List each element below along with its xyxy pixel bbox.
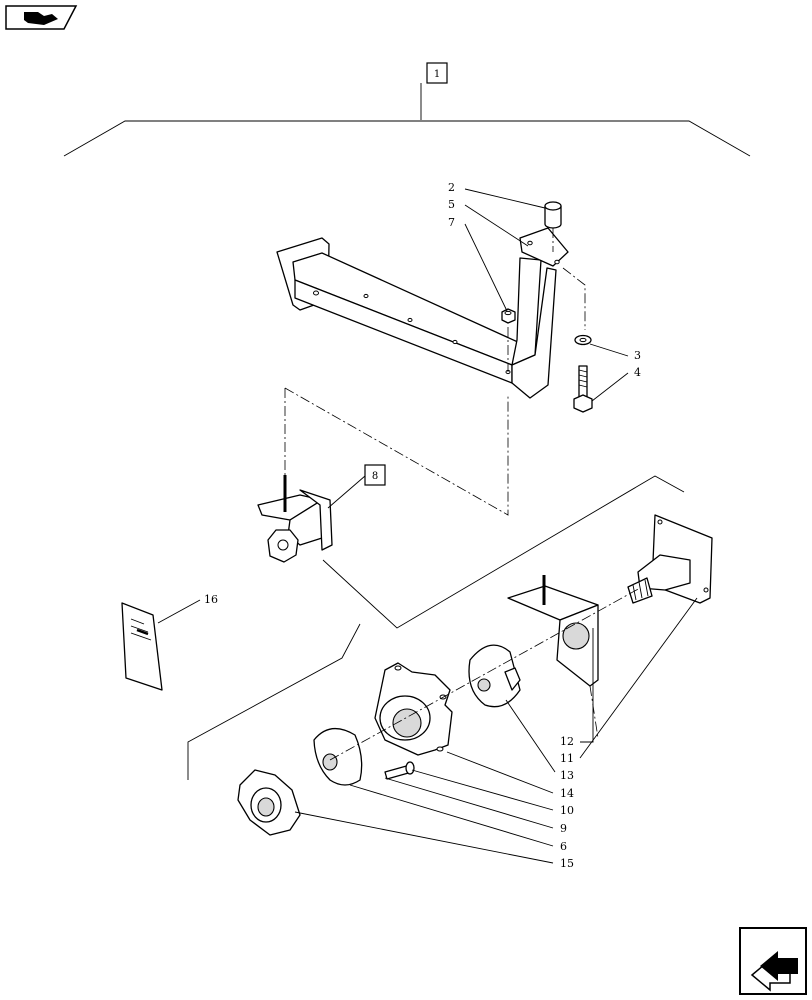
- mounting-plate: [627, 514, 713, 604]
- group-bracket: [63, 120, 751, 157]
- axis-line: [329, 587, 641, 761]
- washer: [574, 334, 592, 346]
- callout-13: 13: [560, 769, 574, 782]
- detail-bracket: [187, 623, 361, 780]
- callout-10: 10: [560, 804, 574, 817]
- callout-15: 15: [560, 857, 574, 870]
- callout-14: 14: [560, 787, 574, 800]
- callout-6: 6: [560, 840, 567, 853]
- cover-cap: [313, 728, 363, 786]
- small-mirror-mount: [257, 475, 333, 563]
- group-reference: 1: [420, 62, 448, 120]
- support-bracket: [276, 227, 569, 399]
- book-arrow-icon[interactable]: [5, 5, 78, 30]
- callout-12: 12: [560, 735, 574, 748]
- angle-bracket: [507, 575, 599, 687]
- nut: [501, 308, 516, 324]
- callout-3: 3: [634, 349, 641, 362]
- sub-assembly-reference: 8: [327, 464, 386, 509]
- housing: [374, 662, 453, 756]
- callout-4: 4: [634, 366, 641, 379]
- screw: [384, 761, 415, 780]
- axis-line: [562, 267, 586, 330]
- callout-5: 5: [448, 198, 455, 211]
- knob: [237, 769, 301, 836]
- detail-bracket: [322, 475, 685, 629]
- spacer: [544, 201, 562, 229]
- sub-ref-label: 8: [372, 471, 378, 482]
- callout-labels: 2 5 7 3 4 16 12 11 13 14 10 9 6 15: [204, 181, 641, 870]
- ball-joint: [468, 644, 521, 708]
- callout-11: 11: [560, 752, 574, 765]
- callout-9: 9: [560, 822, 567, 835]
- next-page-arrow-icon[interactable]: [739, 927, 807, 995]
- callout-2: 2: [448, 181, 455, 194]
- bolt: [573, 365, 593, 413]
- callout-7: 7: [448, 216, 455, 229]
- leader-lines: [294, 188, 698, 864]
- axis-line: [589, 685, 599, 739]
- axis-line: [284, 387, 509, 516]
- decal: [121, 599, 201, 691]
- callout-16: 16: [204, 593, 218, 606]
- group-ref-label: 1: [434, 69, 440, 80]
